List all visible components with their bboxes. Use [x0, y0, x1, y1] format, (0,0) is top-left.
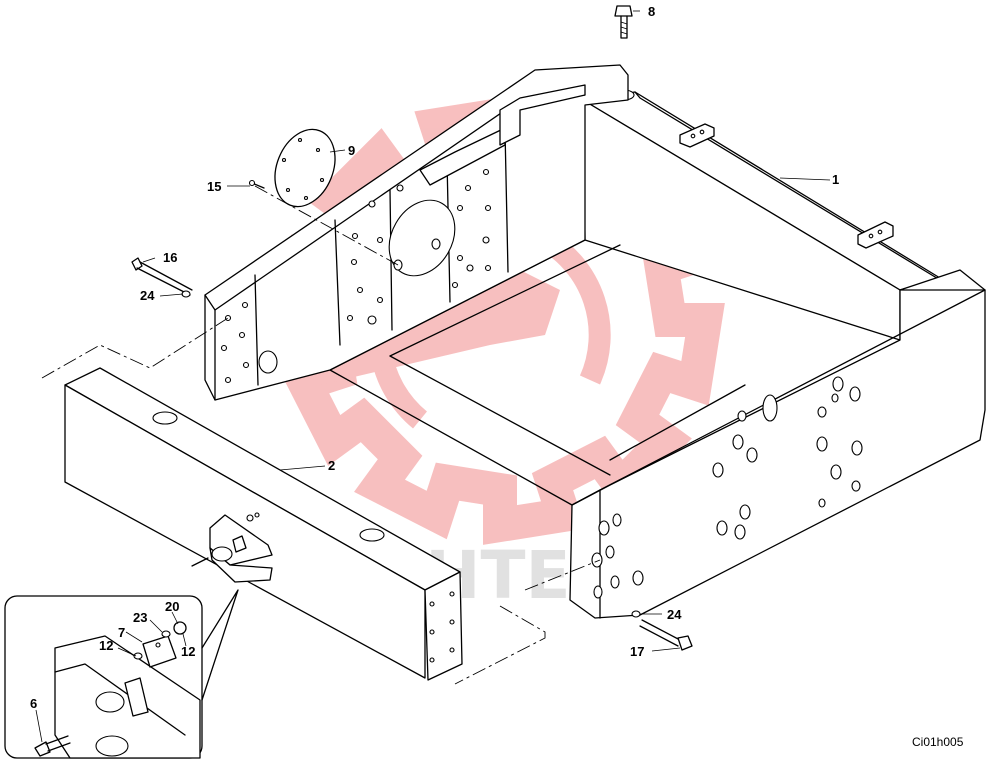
main-frame-part-1: [204, 64, 986, 619]
callout-15: 15: [207, 179, 221, 194]
callout-8: 8: [648, 4, 655, 19]
callout-12b: 12: [181, 644, 195, 659]
callout-2: 2: [328, 458, 335, 473]
callout-20: 20: [165, 599, 179, 614]
callout-labels: 8 1 9 15 16 24 2 24 17 20 23 7 12 12 6 C…: [30, 4, 964, 749]
callout-24b: 24: [667, 607, 682, 622]
washer-icon: [181, 290, 191, 298]
callout-17: 17: [630, 644, 644, 659]
washer-icon-2: [631, 610, 641, 618]
drawing-code: Ci01h005: [912, 735, 964, 749]
callout-23: 23: [133, 610, 147, 625]
cross-beam-part-2: [64, 367, 463, 681]
callout-7: 7: [118, 625, 125, 640]
callout-1: 1: [832, 172, 839, 187]
callout-24a: 24: [140, 288, 155, 303]
wrench-icon: [300, 270, 560, 385]
callout-9: 9: [348, 143, 355, 158]
leader-lines: [35, 10, 831, 743]
bolt-icon: [614, 5, 633, 39]
alignment-lines: [41, 185, 601, 685]
round-cover-plate: [274, 128, 336, 208]
detail-inset: [4, 589, 239, 759]
long-bolt-icon-2: [639, 619, 693, 651]
long-bolt-icon: [131, 257, 193, 296]
callout-16: 16: [163, 250, 177, 265]
callout-12a: 12: [99, 638, 113, 653]
fasteners: [131, 5, 693, 651]
callout-6: 6: [30, 696, 37, 711]
